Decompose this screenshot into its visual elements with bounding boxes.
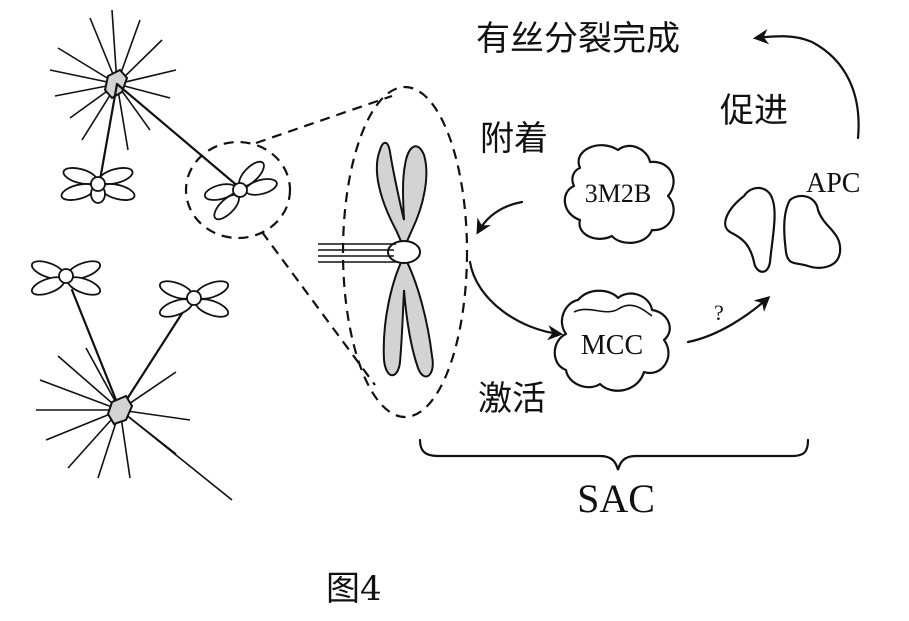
kinetochore-flower-3 <box>30 260 102 296</box>
label-mitosis-complete: 有丝分裂完成 <box>476 19 680 59</box>
chromosome <box>318 141 434 378</box>
label-promote: 促进 <box>720 91 788 131</box>
protein-mcc <box>553 289 671 392</box>
centrosome-bottom <box>106 394 134 426</box>
label-3m2b: 3M2B <box>585 179 651 208</box>
zoom-target-ellipse <box>341 85 469 419</box>
kinetochore-center <box>387 240 421 264</box>
figure-caption: 图4 <box>326 569 382 609</box>
label-activate: 激活 <box>478 379 546 419</box>
microtubule-bundle <box>318 243 396 263</box>
kinetochore-flower-4 <box>158 280 230 318</box>
sac-brace <box>418 438 810 471</box>
label-question: ? <box>714 300 724 325</box>
arrow-attach <box>476 200 524 235</box>
apc-complex <box>724 186 842 273</box>
zoom-source-ellipse <box>184 140 292 240</box>
arrow-promote <box>752 28 860 140</box>
arrow-activate <box>468 260 564 341</box>
arrow-mcc-to-apc <box>686 295 771 344</box>
protein-3m2b <box>563 144 675 244</box>
label-mcc: MCC <box>581 330 643 361</box>
spindle-pole-top <box>49 9 242 190</box>
kinetochore-flower-2 <box>203 160 278 221</box>
label-sac: SAC <box>577 476 655 521</box>
label-attach: 附着 <box>480 119 548 159</box>
spindle-pole-bottom <box>36 288 233 501</box>
aster-rays-bottom <box>36 347 233 501</box>
label-apc: APC <box>806 168 860 199</box>
kinetochore-flower-1 <box>60 167 136 204</box>
